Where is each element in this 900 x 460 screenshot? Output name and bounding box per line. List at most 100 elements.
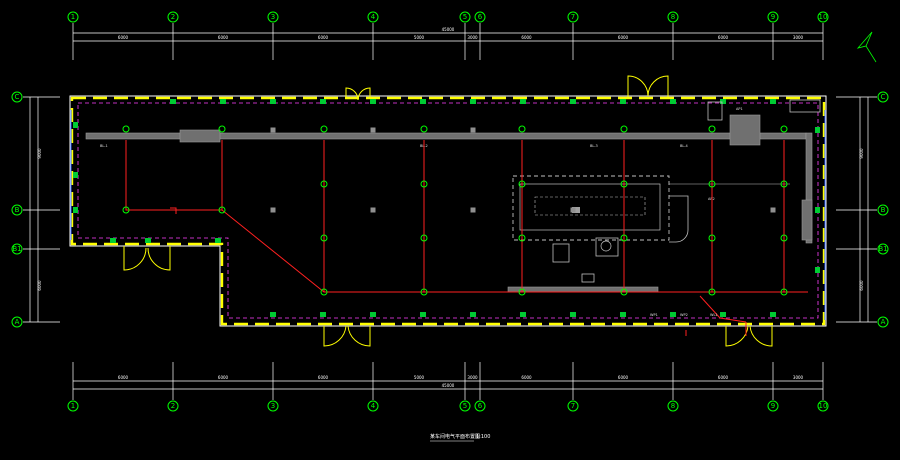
axis-column-bubble: [167, 400, 179, 412]
dimension-label: 6000: [618, 35, 629, 40]
outer-wall-hatch: [70, 96, 826, 326]
axis-column-label: 4: [371, 402, 376, 410]
wall-fixture: [620, 312, 626, 317]
machine-area: [512, 175, 790, 283]
wall-fixture: [570, 99, 576, 104]
axis-column-label: 2: [171, 402, 175, 410]
title-block: 某车间电气平面布置图 1:100: [430, 433, 490, 442]
axis-row-bubble: [11, 91, 23, 103]
junction-point: [218, 206, 226, 214]
machine-pipe: [669, 195, 689, 243]
dimension-label: 6000: [318, 35, 329, 40]
axis-column-bubble: [367, 400, 379, 412]
axis-column-bubble: [817, 400, 829, 412]
junction-point: [320, 234, 328, 242]
junction-point: [620, 125, 628, 133]
wall-fixture: [220, 99, 226, 104]
wire-run-10: [170, 207, 177, 214]
panel-main-block: [729, 114, 761, 146]
wall-fixture: [370, 99, 376, 104]
junction-point: [620, 180, 628, 188]
dimension-label: 6000: [118, 375, 129, 380]
wall-fixture: [320, 312, 326, 317]
axis-column-label: 4: [371, 13, 376, 21]
axis-column-bubble: [459, 11, 471, 23]
wall-fixture: [770, 99, 776, 104]
outer-wall-outline: [69, 95, 827, 327]
machine-core: [572, 207, 580, 213]
axis-row-label: C: [881, 93, 886, 101]
panel-sub-label: AP2: [708, 197, 715, 201]
north-arrow-icon: [856, 31, 877, 63]
axis-row-bubble: [11, 204, 23, 216]
equipment-block-3: [581, 273, 595, 283]
junction-point: [122, 206, 130, 214]
wall-fixture: [73, 172, 78, 178]
wall-fixture: [720, 312, 726, 317]
door-left-bottom: [123, 246, 171, 271]
dimension-label: 3000: [793, 375, 804, 380]
junction-point: [518, 288, 526, 296]
dimension-label: 3000: [467, 375, 478, 380]
panel-top-box: [707, 101, 723, 121]
wall-fixture: [270, 99, 276, 104]
axis-row-bubble: [877, 91, 889, 103]
dimension-overall-label: 45000: [442, 27, 455, 32]
axis-row-bubble: [877, 316, 889, 328]
junction-point: [708, 180, 716, 188]
junction-point: [780, 234, 788, 242]
right-panel-block: [801, 199, 813, 241]
axis-row-bubble: [877, 204, 889, 216]
dimension-label: 3000: [793, 35, 804, 40]
axis-column-bubble: [367, 11, 379, 23]
axis-row-label: B1: [878, 245, 887, 253]
junction-point: [620, 234, 628, 242]
junction-point: [708, 288, 716, 296]
wall-fixture: [770, 312, 776, 317]
wall-fixture: [520, 99, 526, 104]
equipment-motor: [600, 240, 612, 252]
wall-fixture: [570, 312, 576, 317]
dimension-label: 5000: [414, 375, 425, 380]
wall-fixture: [170, 99, 176, 104]
wall-fixture: [520, 312, 526, 317]
wall-fixture: [110, 238, 116, 243]
axis-row-bubble: [11, 316, 23, 328]
axis-column-bubble: [667, 400, 679, 412]
axis-row-bubble: [11, 243, 23, 255]
junction-point: [620, 288, 628, 296]
floor-marker: [570, 207, 576, 213]
wall-fixture: [73, 122, 78, 128]
axis-column-label: 3: [271, 13, 275, 21]
dimension-label: 5000: [414, 35, 425, 40]
cable-tag-2: WP2: [680, 313, 688, 317]
dimension-label: 3000: [467, 35, 478, 40]
panel-main-label: AP1: [736, 107, 743, 111]
axis-column-label: 7: [571, 13, 575, 21]
wall-fixture: [670, 99, 676, 104]
machine-zone-outer: [512, 175, 670, 241]
axis-column-bubble: [667, 11, 679, 23]
junction-point: [320, 288, 328, 296]
inner-wall-line: [77, 102, 819, 319]
north-arrow: [856, 31, 877, 63]
wall-fixture: [420, 99, 426, 104]
axis-column-bubble: [67, 400, 79, 412]
door-bottom-1: [323, 325, 371, 347]
junction-point: [780, 125, 788, 133]
wall-fixture: [470, 99, 476, 104]
junction-point: [518, 234, 526, 242]
right-busway-vertical: [805, 132, 813, 244]
floor-markers: [270, 127, 776, 213]
dimension-label: 6000: [718, 375, 729, 380]
junction-point: [708, 125, 716, 133]
axis-column-bubble: [167, 11, 179, 23]
dimension-label: 6000: [218, 375, 229, 380]
axis-column-bubble: [767, 400, 779, 412]
wire-run-1: [125, 140, 223, 211]
doors: [123, 75, 773, 347]
axis-column-label: 5: [463, 13, 467, 21]
axis-column-bubble: [267, 400, 279, 412]
